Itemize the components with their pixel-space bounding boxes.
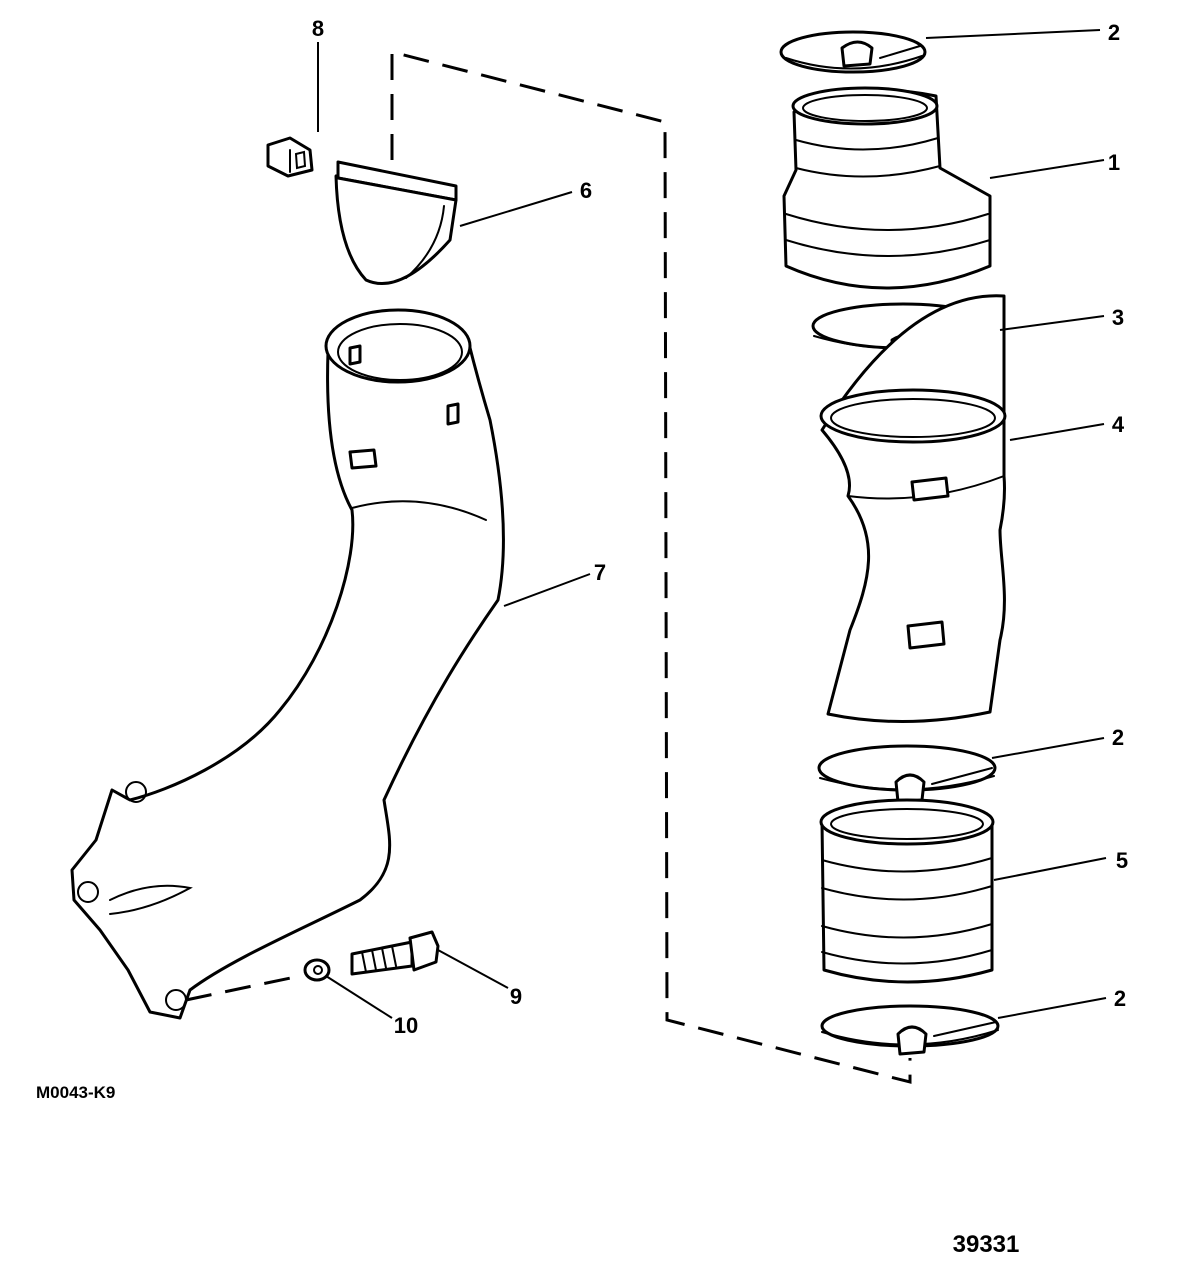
callout-leader-lines (317, 29, 1107, 1019)
callout-2-middle: 2 (1112, 725, 1124, 750)
part-6-flapper-valve (334, 160, 458, 285)
part-9-bolt (350, 930, 440, 976)
callout-9: 9 (510, 984, 522, 1009)
part-2-hose-clamp-middle (817, 744, 997, 804)
callout-7: 7 (594, 560, 606, 585)
part-2-hose-clamp-top (779, 30, 927, 74)
callout-6: 6 (580, 178, 592, 203)
assembly-dashed-line (390, 50, 912, 1084)
part-1-reducer-hose (782, 86, 992, 290)
drawing-code: M0043-K9 (36, 1083, 115, 1102)
part-5-straight-hose (819, 798, 995, 984)
part-8-clip (266, 136, 314, 178)
part-7-exhaust-elbow (70, 308, 505, 1020)
part-10-washer (303, 958, 331, 982)
callout-10: 10 (394, 1013, 418, 1038)
callout-2-top: 2 (1108, 20, 1120, 45)
callout-1: 1 (1108, 150, 1120, 175)
callout-3: 3 (1112, 305, 1124, 330)
callout-5: 5 (1116, 848, 1128, 873)
figure-number: 39331 (953, 1231, 1020, 1258)
part-2-hose-clamp-bottom (820, 1004, 1000, 1056)
callout-4: 4 (1112, 412, 1125, 437)
bolt-dashed-line (185, 974, 301, 1002)
callout-8: 8 (312, 16, 324, 41)
part-4-exhaust-pipe (819, 294, 1007, 724)
callout-2-bottom: 2 (1114, 986, 1126, 1011)
